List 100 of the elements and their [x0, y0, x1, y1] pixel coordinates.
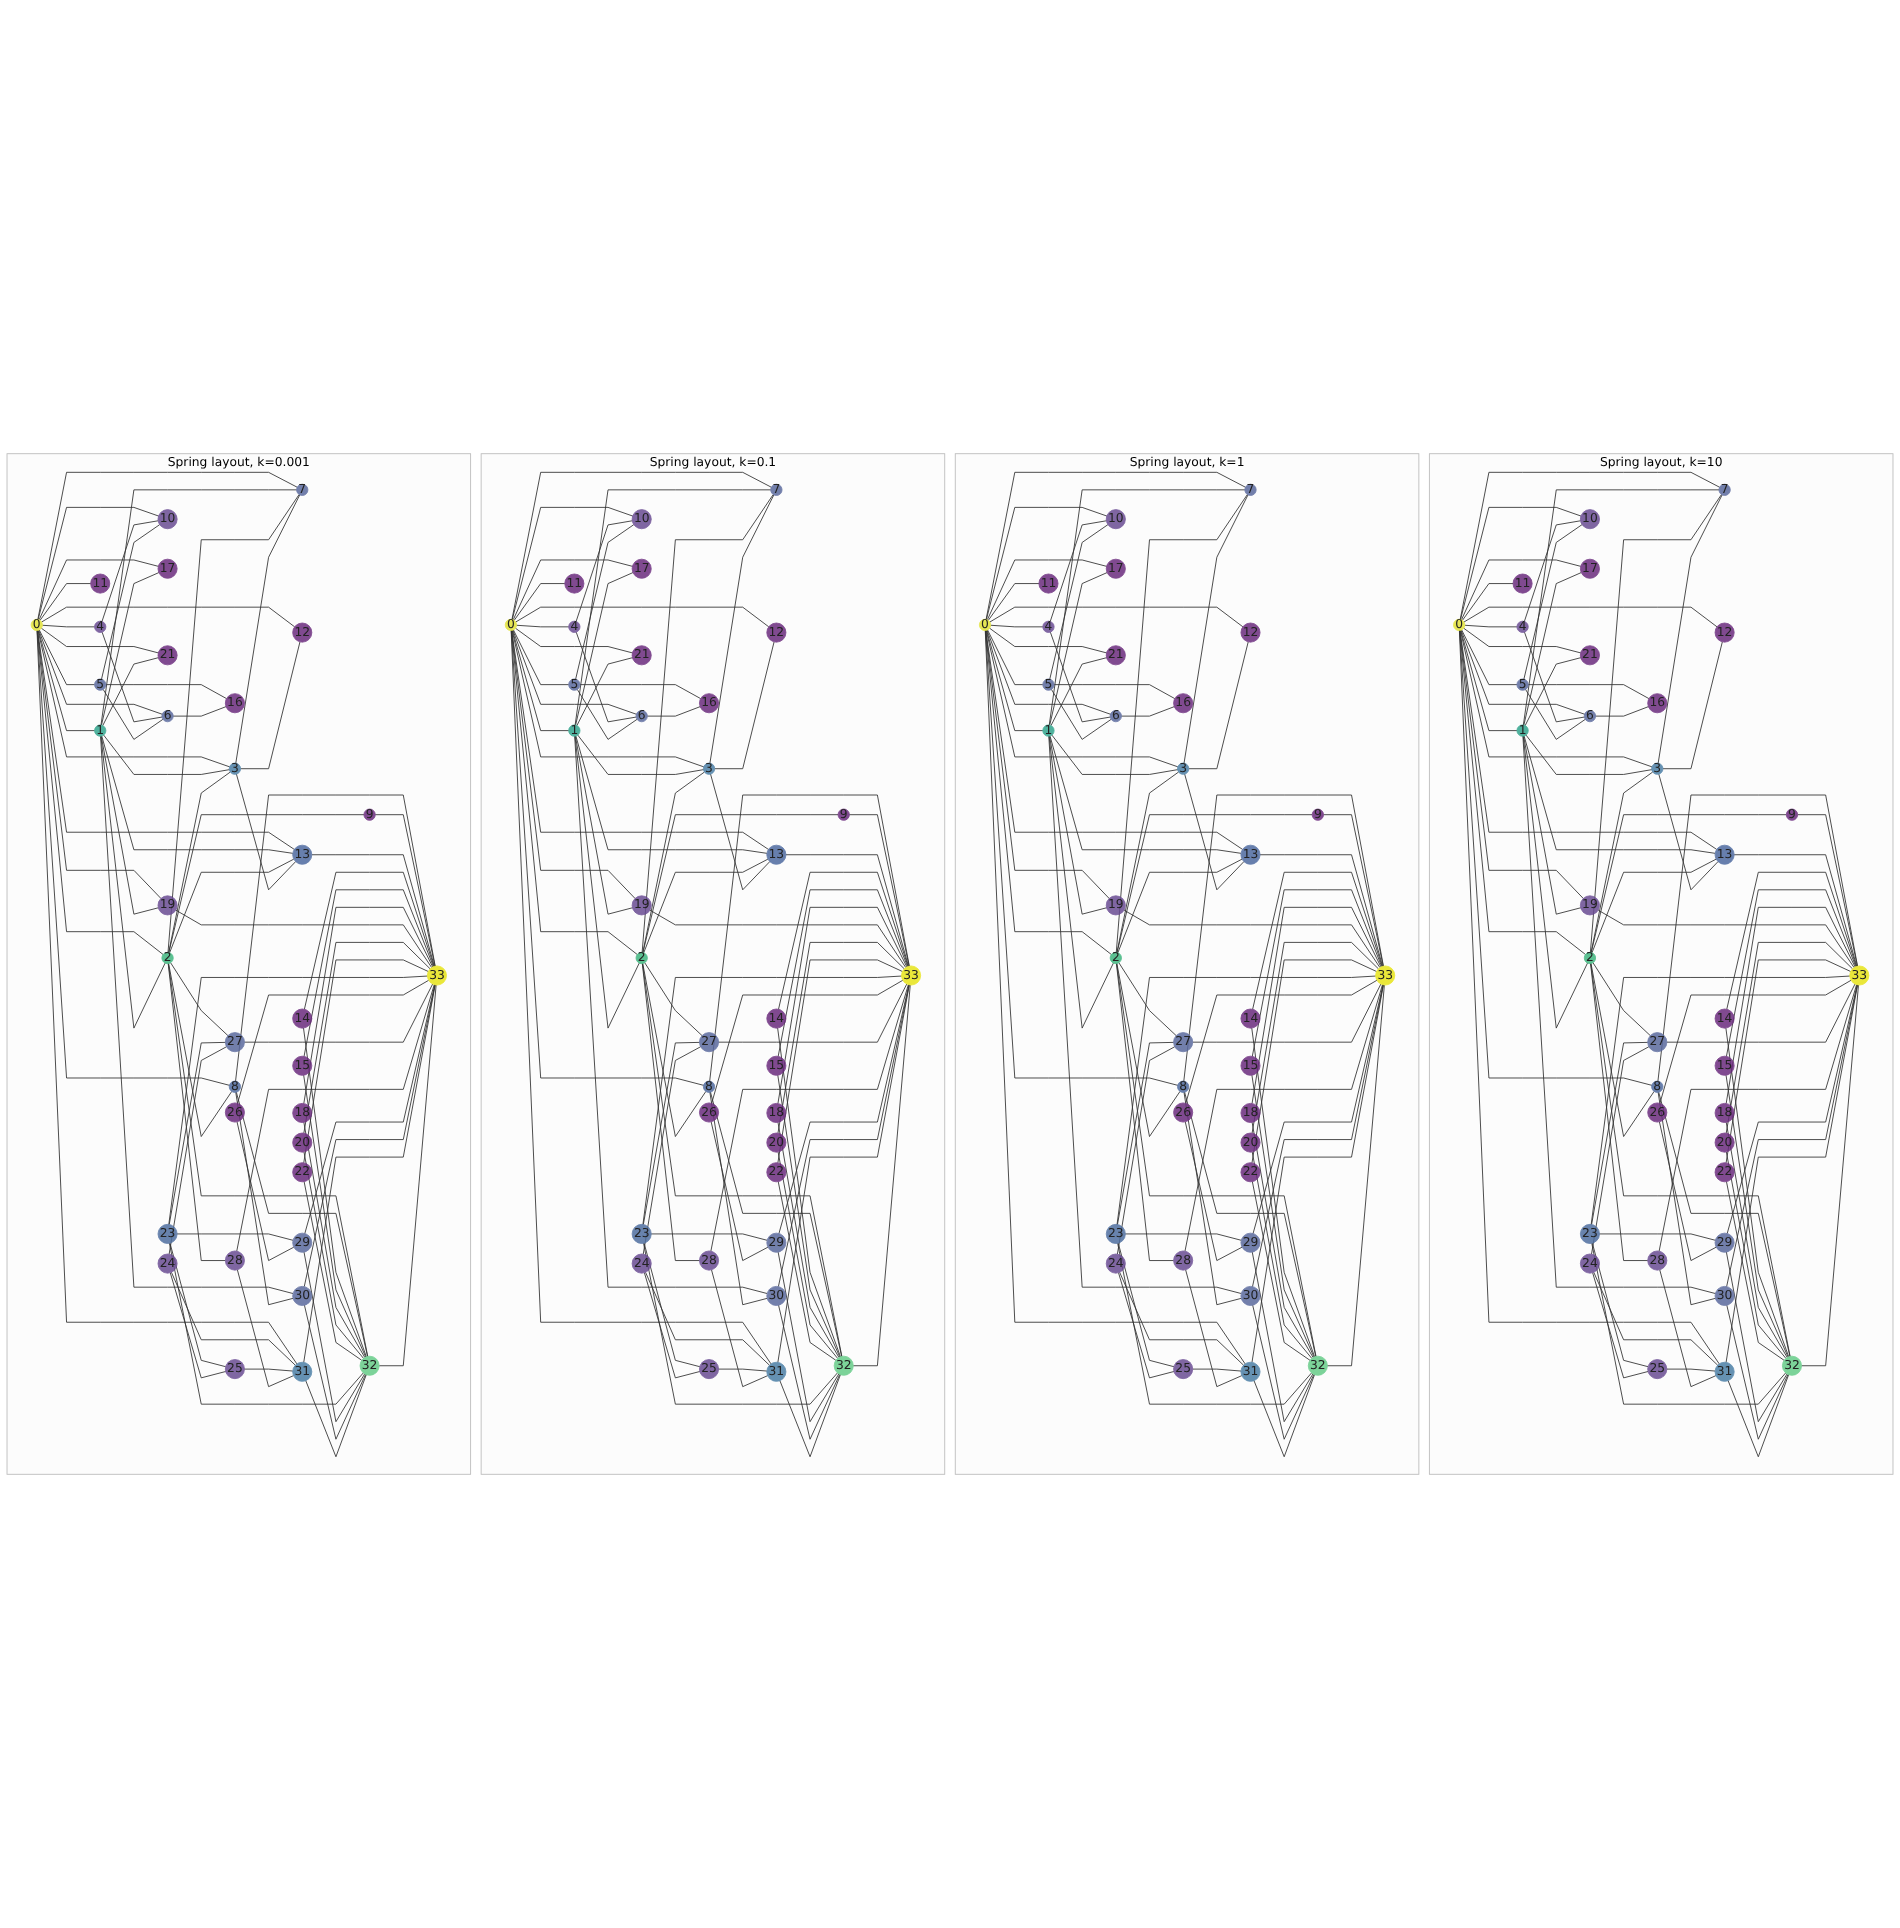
connector	[100, 735, 166, 1029]
connector	[1464, 624, 1518, 628]
connector	[985, 629, 1179, 768]
connector	[710, 1121, 769, 1261]
connector	[778, 984, 910, 1234]
connector	[511, 506, 634, 620]
connector	[37, 630, 295, 850]
connector	[36, 630, 164, 955]
connector	[37, 471, 298, 620]
connector	[985, 630, 1243, 850]
connector	[642, 975, 902, 1225]
connector	[1523, 524, 1583, 680]
connector	[1590, 814, 1787, 953]
connector	[105, 684, 227, 700]
connector	[778, 871, 909, 1010]
connector	[1524, 631, 1585, 723]
connector	[574, 735, 768, 1294]
connector	[1118, 962, 1177, 1037]
connector	[643, 858, 769, 954]
connector	[643, 1272, 701, 1379]
connector	[1462, 583, 1514, 621]
connector	[311, 854, 435, 967]
connector	[1657, 494, 1723, 764]
connector	[101, 520, 159, 622]
connector	[101, 572, 160, 726]
connector	[37, 629, 230, 768]
connector	[1657, 794, 1858, 1082]
connector	[235, 794, 436, 1082]
connector	[1662, 641, 1723, 770]
connector	[777, 941, 905, 1134]
connector	[642, 771, 705, 953]
connector	[1659, 1269, 1717, 1388]
connector	[1117, 858, 1243, 954]
connector	[643, 1242, 838, 1405]
connector	[575, 520, 633, 622]
connector	[1251, 984, 1384, 1363]
connector	[512, 559, 633, 621]
connector	[168, 1046, 227, 1255]
connector	[1726, 984, 1858, 1288]
connector	[641, 963, 700, 1261]
connector	[718, 983, 908, 1043]
connector	[1593, 1271, 1719, 1366]
connector	[1591, 1242, 1787, 1405]
connector	[646, 706, 701, 717]
connector	[1725, 1074, 1789, 1358]
connector	[575, 631, 637, 723]
connector	[1599, 1233, 1716, 1241]
connector	[1658, 1121, 1717, 1261]
connector	[1590, 963, 1655, 1137]
connector	[987, 629, 1044, 686]
connector	[515, 627, 633, 654]
connector	[1049, 520, 1107, 622]
connector	[172, 706, 227, 717]
connector	[37, 629, 95, 732]
connector	[303, 984, 436, 1363]
connector	[1592, 962, 1651, 1037]
connector	[1183, 494, 1249, 764]
connector	[511, 629, 705, 768]
connector	[711, 1269, 769, 1388]
connector	[168, 1041, 226, 1225]
connector	[235, 1091, 294, 1306]
connector	[1726, 984, 1858, 1234]
connector	[576, 657, 633, 726]
connector	[1592, 1272, 1649, 1379]
connector	[1251, 1181, 1311, 1361]
connector	[777, 984, 910, 1363]
connector	[374, 814, 436, 967]
connector	[103, 734, 230, 775]
connector	[1460, 506, 1582, 620]
connector	[303, 959, 429, 1164]
connector	[1460, 629, 1586, 715]
connector	[1323, 814, 1384, 967]
connector	[176, 1233, 294, 1241]
connector	[513, 583, 566, 621]
connector	[1523, 572, 1582, 726]
connector	[1523, 520, 1581, 622]
connector	[1591, 858, 1717, 954]
connector	[1183, 1091, 1242, 1306]
connector	[101, 735, 294, 854]
connector	[1192, 983, 1382, 1043]
connector	[511, 630, 769, 850]
connector	[785, 854, 909, 967]
connector	[575, 524, 635, 680]
connector	[244, 1368, 294, 1372]
connector	[777, 984, 910, 1288]
connector	[986, 629, 1111, 715]
connector	[510, 630, 772, 1365]
connector	[170, 962, 229, 1037]
connector	[575, 735, 768, 854]
connector	[168, 963, 233, 1137]
connector	[990, 624, 1044, 628]
connector	[168, 771, 231, 953]
connector	[649, 909, 907, 968]
connector	[710, 1091, 843, 1357]
connector	[1459, 629, 1653, 768]
connector	[1188, 641, 1249, 770]
connector	[1117, 1041, 1175, 1225]
connector	[642, 963, 843, 1357]
connector	[303, 1181, 363, 1361]
connector	[985, 630, 1112, 955]
